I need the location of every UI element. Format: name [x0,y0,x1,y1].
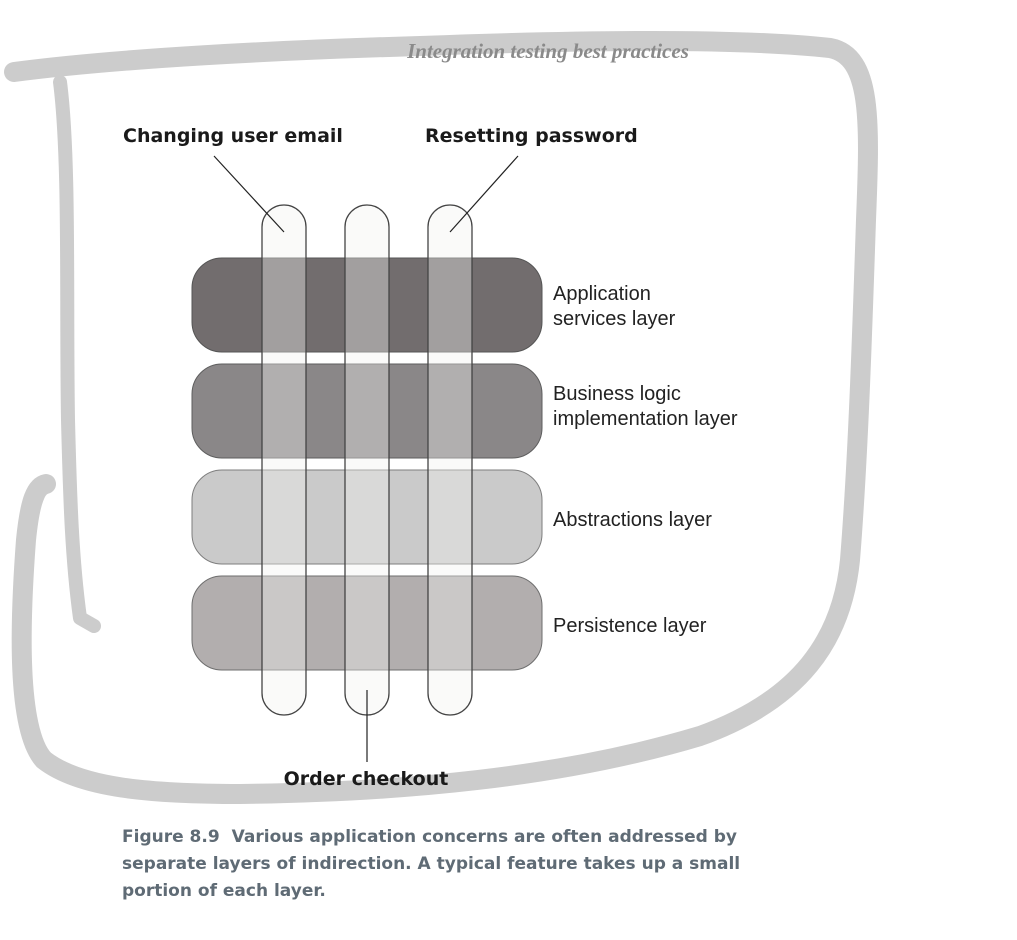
feature-label-order-checkout: Order checkout [284,768,449,790]
frame-scribble [4,31,878,804]
header-title: Integration testing best practices [406,39,689,63]
feature-column-order-checkout [344,204,390,716]
leader-line-resetting-password [449,155,519,233]
frame-scribble-inner [53,75,101,633]
leader-line-changing-user-email [213,155,285,233]
layer-label-abstractions: Abstractions layer [553,509,712,531]
layer-label-business-logic-line2: implementation layer [553,408,738,430]
layer-band-persistence [191,575,543,671]
figure-caption-text: Various application concerns are often a… [122,827,741,901]
figure-number: Figure 8.9 [122,827,220,847]
feature-column-changing-user-email [261,204,307,716]
layer-label-business-logic-line1: Business logic [553,383,681,405]
layer-band-business-logic [191,363,543,459]
feature-label-changing-user-email: Changing user email [123,125,343,147]
layer-band-abstractions [191,469,543,565]
feature-column-resetting-password [427,204,473,716]
layer-label-application-services-line1: Application [553,283,651,305]
layer-band-application-services [191,257,543,353]
layer-label-persistence: Persistence layer [553,615,707,637]
layer-label-application-services-line2: services layer [553,308,676,330]
feature-label-resetting-password: Resetting password [425,125,638,147]
